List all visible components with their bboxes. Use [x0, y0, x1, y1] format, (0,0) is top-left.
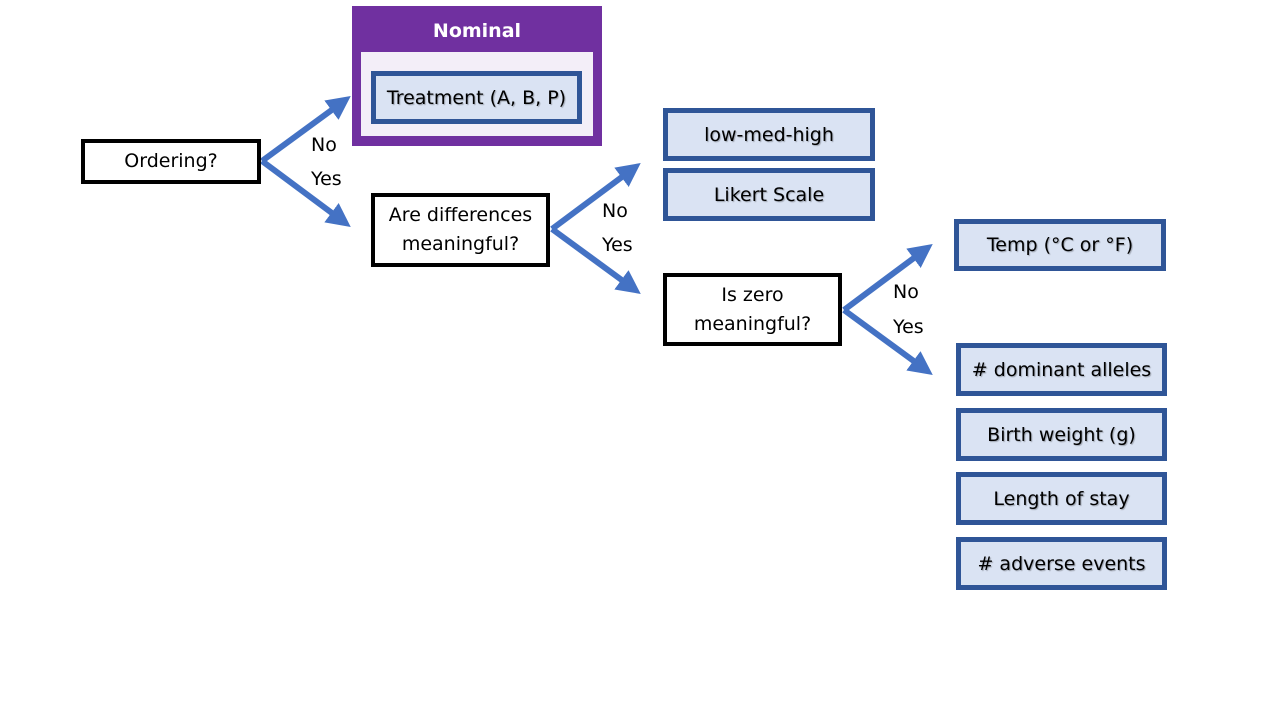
example-temp: Temp (°C or °F) [954, 219, 1166, 271]
example-length-of-stay: Length of stay [956, 472, 1167, 525]
example-treatment: Treatment (A, B, P) [371, 71, 582, 124]
example-likert-scale: Likert Scale [663, 168, 875, 221]
arrow-zero-yes [842, 307, 933, 375]
label-ordering-no: No [311, 134, 337, 156]
nominal-title: Nominal [432, 20, 522, 42]
arrow-differences-no [550, 162, 641, 232]
arrow-ordering-no [260, 96, 351, 164]
arrow-ordering-yes [260, 158, 351, 228]
label-zero-yes: Yes [893, 316, 924, 338]
example-dominant-alleles: # dominant alleles [956, 343, 1167, 396]
question-ordering: Ordering? [81, 139, 261, 184]
label-differences-no: No [602, 200, 628, 222]
question-zero-meaningful: Is zero meaningful? [663, 273, 842, 346]
question-differences-meaningful: Are differences meaningful? [371, 193, 550, 267]
arrow-differences-yes [550, 226, 641, 294]
example-low-med-high: low-med-high [663, 108, 875, 161]
example-birth-weight: Birth weight (g) [956, 408, 1167, 461]
label-zero-no: No [893, 281, 919, 303]
arrow-zero-no [842, 243, 933, 313]
label-differences-yes: Yes [602, 234, 633, 256]
label-ordering-yes: Yes [311, 168, 342, 190]
example-adverse-events: # adverse events [956, 537, 1167, 590]
